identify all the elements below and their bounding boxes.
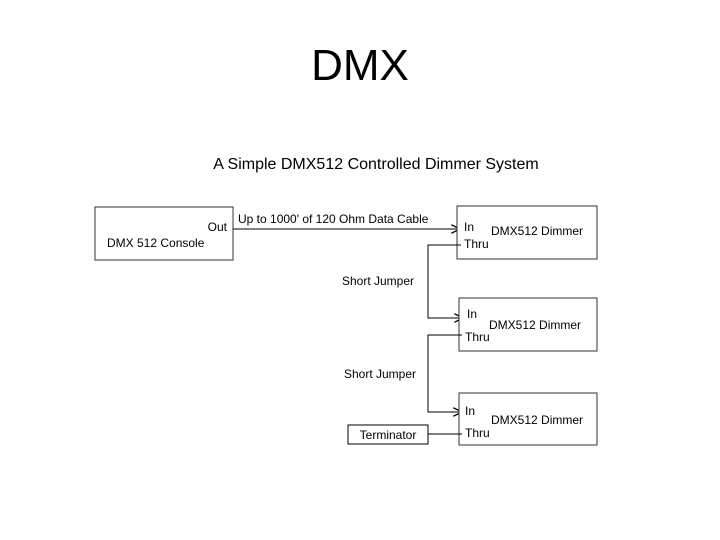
dimmer-1-thru-label: Thru [464, 237, 489, 251]
jumper-1-label: Short Jumper [342, 274, 414, 288]
dimmer-box-3 [458, 392, 598, 446]
dimmer-2-in-label: In [467, 307, 477, 321]
console-box [94, 206, 234, 261]
console-label: DMX 512 Console [107, 236, 205, 250]
jumper-line-1 [427, 244, 463, 318]
dimmer-1-in-label: In [464, 220, 474, 234]
slide-title: DMX [311, 41, 409, 90]
dimmer-3-thru-label: Thru [465, 426, 490, 440]
cable-label: Up to 1000' of 120 Ohm Data Cable [238, 212, 429, 226]
dimmer-1-label: DMX512 Dimmer [491, 224, 583, 238]
console-out-label: Out [208, 220, 228, 234]
dimmer-box-1 [456, 205, 598, 260]
dimmer-3-in-label: In [465, 404, 475, 418]
dimmer-2-thru-label: Thru [465, 330, 490, 344]
dimmer-2-label: DMX512 Dimmer [489, 318, 581, 332]
diagram-title: A Simple DMX512 Controlled Dimmer System [213, 156, 538, 173]
terminator-label: Terminator [360, 428, 417, 442]
jumper-line-2 [427, 334, 462, 412]
jumper-2-label: Short Jumper [344, 367, 416, 381]
dimmer-box-2 [458, 297, 598, 352]
dimmer-3-label: DMX512 Dimmer [491, 413, 583, 427]
